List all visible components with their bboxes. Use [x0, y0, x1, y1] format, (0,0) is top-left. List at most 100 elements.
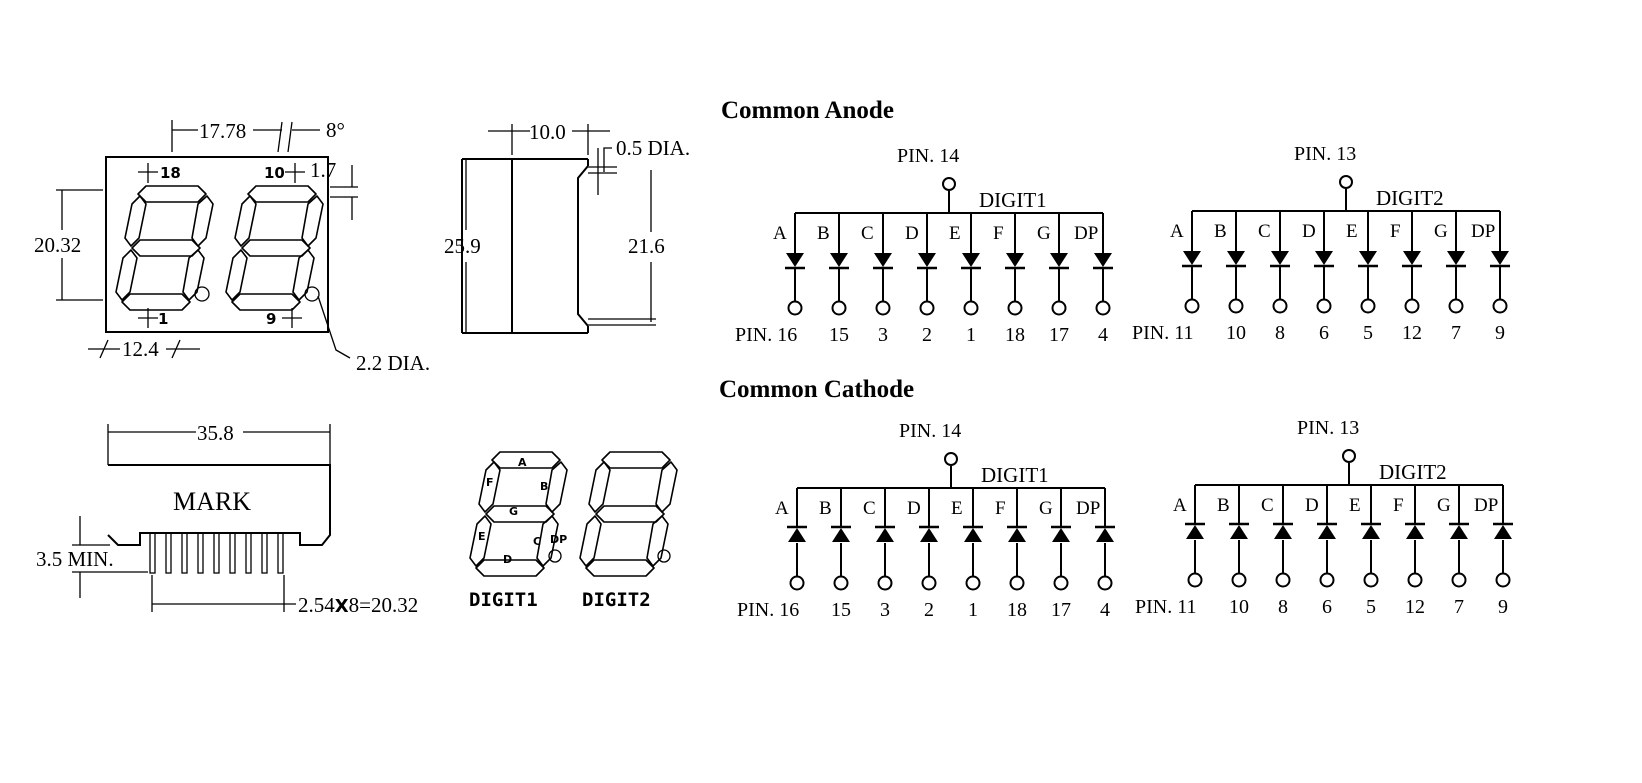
anode-d1-led-a: [783, 251, 807, 270]
pin-row: [149, 532, 284, 574]
cathode-d2-seg-label-f: F: [1393, 495, 1404, 516]
anode-d1-pin-number-dp: 4: [1098, 324, 1108, 346]
seg-label-b: B: [540, 480, 548, 493]
front-dp2: [304, 286, 320, 302]
anode-d2-terminal-d: [1316, 298, 1332, 314]
cathode-d2-led-g: [1447, 522, 1471, 541]
cathode-d1-seg-label-dp: DP: [1076, 498, 1100, 519]
cathode-d2-terminal-f: [1407, 572, 1423, 588]
anode-d2-led-e: [1356, 249, 1380, 268]
cathode-d2-seg-label-a: A: [1173, 495, 1187, 516]
anode-d2-pin-number-c: 8: [1275, 322, 1285, 344]
anode-d1-seg-label-dp: DP: [1074, 223, 1098, 244]
svg-text:10: 10: [264, 164, 285, 182]
anode-d2-common-terminal: [1339, 175, 1353, 189]
anode-d1-pin-number-d: 2: [922, 324, 932, 346]
cathode-d1-terminal-b: [833, 575, 849, 591]
anode-d1-digit-name: DIGIT1: [979, 188, 1047, 212]
anode-d2-pin-number-g: 7: [1451, 322, 1461, 344]
cathode-d1-seg-label-e: E: [951, 498, 963, 519]
cathode-d2-terminal-g: [1451, 572, 1467, 588]
dim-pin-dia: 0.5 DIA.: [616, 136, 690, 160]
cathode-d2-led-f: [1403, 522, 1427, 541]
cathode-d2-pin-number-d: 6: [1322, 596, 1332, 618]
anode-d2-pin-number-b: 10: [1226, 322, 1246, 344]
cathode-d2-terminal-e: [1363, 572, 1379, 588]
cathode-d1-pin-number-a: PIN. 16: [737, 599, 799, 621]
cathode-d1-terminal-dp: [1097, 575, 1113, 591]
seg-label-f: F: [486, 476, 494, 489]
dim-offset: 1.7: [310, 158, 336, 182]
anode-d1-pin-number-c: 3: [878, 324, 888, 346]
display-body-outline: [105, 156, 329, 333]
seg-label-e: E: [478, 530, 486, 543]
anode-d1-terminal-g: [1051, 300, 1067, 316]
anode-d2-terminal-f: [1404, 298, 1420, 314]
cathode-d2-pin-number-dp: 9: [1498, 596, 1508, 618]
anode-d2-pin-number-f: 12: [1402, 322, 1422, 344]
cathode-d2-pin-number-c: 8: [1278, 596, 1288, 618]
cathode-d1-seg-label-g: G: [1039, 498, 1053, 519]
cathode-d2-terminal-d: [1319, 572, 1335, 588]
pin-mark-9: 9: [266, 308, 302, 328]
cathode-d1-led-f: [1005, 525, 1029, 544]
anode-d2-seg-label-f: F: [1390, 221, 1401, 242]
cathode-d2-common-pin-label: PIN. 13: [1297, 417, 1359, 439]
cathode-d1-led-b: [829, 525, 853, 544]
svg-text:9: 9: [266, 310, 276, 328]
anode-d1-led-e: [959, 251, 983, 270]
anode-d1-led-d: [915, 251, 939, 270]
cathode-d2-terminal-a: [1187, 572, 1203, 588]
cathode-d2-seg-label-e: E: [1349, 495, 1361, 516]
anode-d1-terminal-dp: [1095, 300, 1111, 316]
digit1-label: DIGIT1: [469, 589, 538, 611]
segment-digit1: [469, 451, 568, 577]
anode-d2-led-dp: [1488, 249, 1512, 268]
cathode-d1-pin-number-c: 3: [880, 599, 890, 621]
cathode-d1-terminal-g: [1053, 575, 1069, 591]
anode-d2-digit-name: DIGIT2: [1376, 186, 1444, 210]
dim-depth: 10.0: [529, 120, 566, 144]
anode-d2-terminal-g: [1448, 298, 1464, 314]
anode-d1-led-c: [871, 251, 895, 270]
dim-pitch: 2.54X8=20.32: [298, 593, 418, 617]
cathode-d2-digit-name: DIGIT2: [1379, 460, 1447, 484]
cathode-d2-pin-number-b: 10: [1229, 596, 1249, 618]
segment-digit2: [579, 451, 678, 577]
anode-d2-seg-label-d: D: [1302, 221, 1316, 242]
cathode-d2-terminal-dp: [1495, 572, 1511, 588]
cathode-d2-led-dp: [1491, 522, 1515, 541]
cathode-d2-seg-label-d: D: [1305, 495, 1319, 516]
anode-d1-seg-label-g: G: [1037, 223, 1051, 244]
anode-d1-terminal-a: [787, 300, 803, 316]
cathode-d1-pin-number-b: 15: [831, 599, 851, 621]
common-anode-title: Common Anode: [721, 97, 894, 124]
bottom-view: 35.8 MARK 3.5 MIN. 2.54X8=20.32: [36, 421, 418, 617]
cathode-d2-seg-label-b: B: [1217, 495, 1230, 516]
anode-d1-seg-label-d: D: [905, 223, 919, 244]
anode-d1-common-terminal: [942, 177, 956, 191]
cathode-d1-seg-label-a: A: [775, 498, 789, 519]
anode-d2-led-c: [1268, 249, 1292, 268]
cathode-d2-led-b: [1227, 522, 1251, 541]
anode-d1-terminal-f: [1007, 300, 1023, 316]
seg-label-a: A: [518, 456, 527, 469]
cathode-d1-led-g: [1049, 525, 1073, 544]
dim-height: 20.32: [34, 233, 81, 257]
anode-d2-seg-label-e: E: [1346, 221, 1358, 242]
anode-d2-pin-number-e: 5: [1363, 322, 1373, 344]
anode-d2-led-d: [1312, 249, 1336, 268]
mark-label: MARK: [173, 487, 251, 516]
anode-d1-led-g: [1047, 251, 1071, 270]
cathode-d2-seg-label-g: G: [1437, 495, 1451, 516]
anode-d1-terminal-c: [875, 300, 891, 316]
dim-pin-length: 3.5 MIN.: [36, 547, 114, 571]
body-outline: [107, 464, 331, 546]
cathode-d1-led-dp: [1093, 525, 1117, 544]
cathode-d1-led-a: [785, 525, 809, 544]
cathode-d1-seg-label-d: D: [907, 498, 921, 519]
svg-text:1: 1: [158, 310, 168, 328]
cathode-d1-common-pin-label: PIN. 14: [899, 420, 961, 442]
